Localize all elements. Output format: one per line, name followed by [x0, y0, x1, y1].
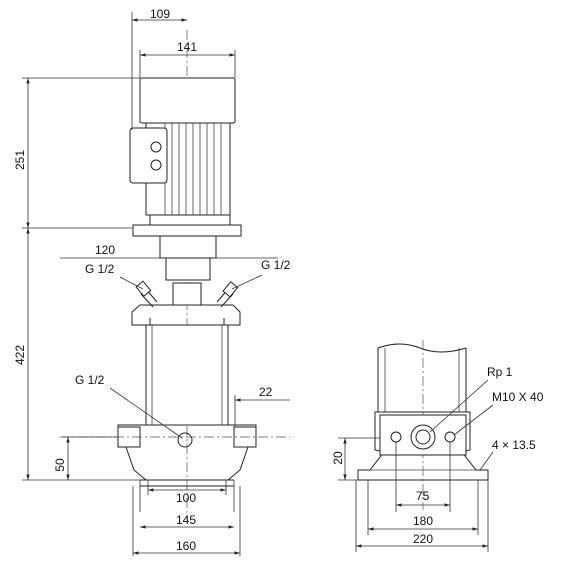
rp1-port-inner: [415, 429, 431, 445]
rp1-port: [410, 424, 436, 450]
base-view-sleeve: [377, 348, 467, 412]
dim-label-22: 22: [259, 385, 273, 399]
dim-label-120: 120: [95, 243, 115, 257]
leader-port-drain: [109, 387, 183, 439]
side-view: 109 141 251 422 120 G 1/2 G 1/2 G 1/2 22: [13, 7, 291, 556]
base-view-housing: [379, 414, 467, 456]
shaft-seal: [172, 282, 202, 306]
leader-hole: [479, 451, 494, 471]
base-view-break-line: [377, 343, 467, 353]
leader-port-left: [119, 276, 144, 290]
dim-label-141: 141: [177, 40, 197, 54]
dim-label-422: 422: [13, 345, 27, 365]
motor-stool-plate: [132, 224, 242, 237]
hole-label: 4 × 13.5: [492, 438, 536, 452]
dim-label-145: 145: [176, 513, 196, 527]
leader-bolt: [453, 404, 494, 436]
terminal-box: [129, 127, 168, 184]
dim-label-50: 50: [53, 458, 67, 472]
leader-port-right: [231, 274, 263, 290]
cable-gland-lower: [150, 159, 162, 171]
leader-thread: [429, 379, 489, 433]
port-label-left: G 1/2: [85, 262, 115, 276]
thread-label: Rp 1: [487, 365, 513, 379]
port-label-drain: G 1/2: [75, 373, 105, 387]
dim-label-160: 160: [176, 539, 196, 553]
dim-label-20: 20: [331, 451, 345, 465]
dim-label-75: 75: [416, 489, 430, 503]
motor-flange: [149, 214, 231, 226]
dim-label-251: 251: [13, 150, 27, 170]
motor-top-cap: [139, 77, 236, 124]
dim-label-180: 180: [413, 514, 433, 528]
coupling-housing: [159, 235, 217, 259]
vent-plug-right: [216, 281, 239, 308]
drain-plug: [177, 432, 193, 448]
coupling-guard: [165, 257, 211, 281]
base-view: Rp 1 M10 X 40 4 × 13.5 20 75 180 220: [331, 340, 544, 552]
pump-head: [131, 304, 241, 326]
dim-label-220: 220: [413, 532, 433, 546]
vent-plug-left: [135, 280, 158, 308]
port-label-right: G 1/2: [261, 258, 291, 272]
dim-label-100: 100: [176, 491, 196, 505]
pump-sleeve: [145, 324, 229, 426]
bolt-label: M10 X 40: [492, 390, 544, 404]
cable-gland-upper: [150, 141, 162, 153]
dim-label-109: 109: [150, 7, 170, 21]
